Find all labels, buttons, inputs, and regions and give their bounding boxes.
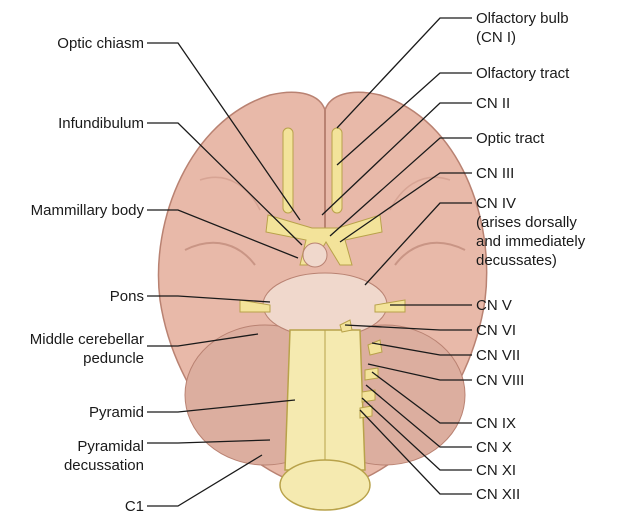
label-cn-viii: CN VIII <box>476 371 524 390</box>
label-cn-xii: CN XII <box>476 485 520 504</box>
label-middle-cerebellar-peduncle: Middle cerebellar peduncle <box>30 330 144 368</box>
label-pons: Pons <box>110 287 144 306</box>
label-olfactory-bulb: Olfactory bulb (CN I) <box>476 9 569 47</box>
pons-shape <box>263 273 387 337</box>
label-cn-vi: CN VI <box>476 321 516 340</box>
label-c1: C1 <box>125 497 144 516</box>
mammillary-shape <box>303 243 327 267</box>
label-pyramidal-decussation: Pyramidal decussation <box>64 437 144 475</box>
label-optic-tract: Optic tract <box>476 129 544 148</box>
label-infundibulum: Infundibulum <box>58 114 144 133</box>
label-cn-vii: CN VII <box>476 346 520 365</box>
label-cn-ix: CN IX <box>476 414 516 433</box>
label-optic-chiasm: Optic chiasm <box>57 34 144 53</box>
label-mammillary-body: Mammillary body <box>31 201 144 220</box>
label-cn-xi: CN XI <box>476 461 516 480</box>
label-cn-x: CN X <box>476 438 512 457</box>
spinal-cord-section <box>280 460 370 510</box>
label-cn-iv: CN IV (arises dorsally and immediately d… <box>476 194 585 270</box>
label-pyramid: Pyramid <box>89 403 144 422</box>
label-olfactory-tract: Olfactory tract <box>476 64 569 83</box>
label-cn-ii: CN II <box>476 94 510 113</box>
label-cn-v: CN V <box>476 296 512 315</box>
label-cn-iii: CN III <box>476 164 514 183</box>
